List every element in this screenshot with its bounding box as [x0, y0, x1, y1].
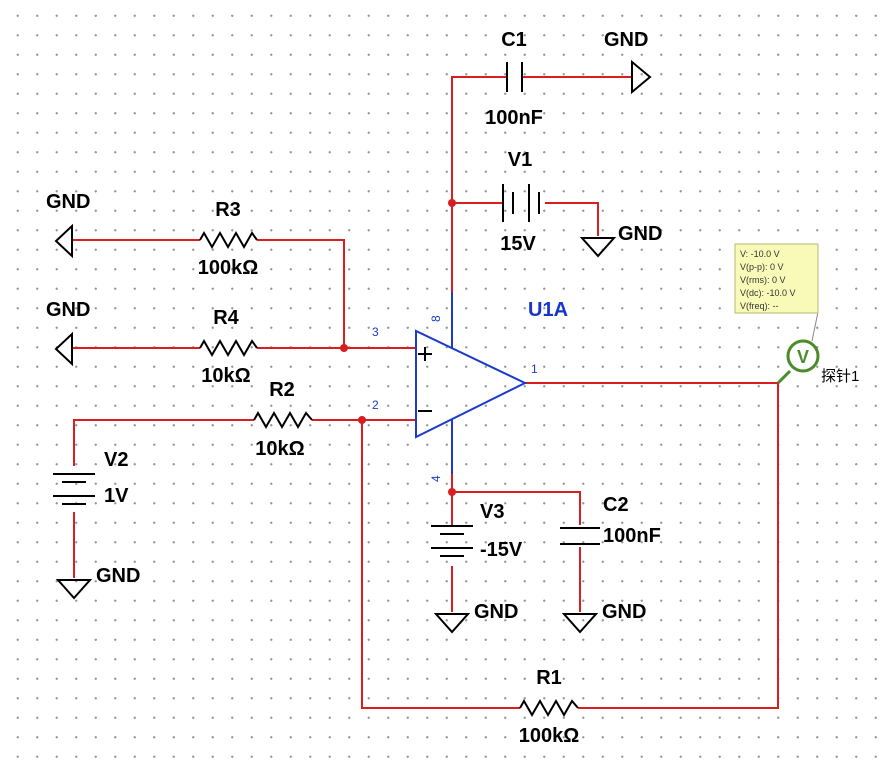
probe-tooltip: V: -10.0 V V(p-p): 0 V V(rms): 0 V V(dc)…: [734, 243, 819, 314]
ground-v2[interactable]: GND: [55, 565, 140, 600]
pin-4-label: 4: [429, 475, 443, 482]
probe-tooltip-pointer: [811, 311, 819, 342]
probe-symbol: V: [797, 347, 809, 367]
battery-v3[interactable]: V3 -15V: [431, 501, 523, 561]
resistor-symbol: [253, 410, 313, 430]
ground-label: GND: [474, 601, 518, 623]
resistor-r1[interactable]: R1 100kΩ: [519, 667, 580, 747]
probe-reading-v: V: -10.0 V: [740, 249, 780, 259]
v3-ref-label: V3: [480, 501, 504, 523]
probe-icon: [786, 339, 820, 373]
battery-v2[interactable]: V2 1V: [53, 449, 129, 507]
r4-value-label: 10kΩ: [201, 365, 250, 387]
wire-feedback: [361, 382, 779, 709]
junction-dot: [448, 199, 456, 207]
battery-symbol: [502, 184, 540, 222]
r1-ref-label: R1: [536, 667, 562, 689]
pin-1-label: 1: [531, 362, 538, 376]
ground-symbol: [579, 237, 617, 258]
ground-symbol: [433, 613, 471, 634]
opamp-ref-label: U1A: [528, 299, 568, 321]
ground-label: GND: [46, 191, 90, 213]
wire-r3-net: [72, 239, 345, 348]
pin-2-label: 2: [372, 398, 379, 412]
r2-value-label: 10kΩ: [255, 438, 304, 460]
opamp-triangle: [415, 329, 528, 439]
wire-v1: [452, 202, 599, 236]
probe-tooltip-box: [734, 243, 819, 314]
ground-label: GND: [604, 29, 648, 51]
battery-symbol: [431, 525, 473, 557]
ground-label: GND: [602, 601, 646, 623]
resistor-symbol: [199, 230, 258, 250]
junction-dot: [340, 344, 348, 352]
pin-8-label: 8: [429, 315, 443, 322]
pin-3-label: 3: [372, 325, 379, 339]
wire-c1: [451, 76, 632, 292]
junction-dot: [448, 488, 456, 496]
probe-reading-vrms: V(rms): 0 V: [740, 275, 786, 285]
v3-value-label: -15V: [480, 539, 523, 561]
resistor-r2[interactable]: R2 10kΩ: [253, 379, 313, 460]
ground-v3[interactable]: GND: [433, 601, 518, 634]
v2-ref-label: V2: [104, 449, 128, 471]
probe-lead: [776, 369, 792, 385]
wire-c2: [451, 474, 581, 612]
battery-symbol: [53, 473, 95, 505]
r4-ref-label: R4: [213, 307, 239, 329]
c1-ref-label: C1: [501, 29, 527, 51]
ground-symbol: [631, 59, 652, 95]
ground-symbol: [55, 579, 93, 600]
opamp-plus-sign: [418, 347, 432, 361]
r3-value-label: 100kΩ: [198, 257, 259, 279]
c2-ref-label: C2: [603, 494, 629, 516]
probe-reading-vdc: V(dc): -10.0 V: [740, 288, 796, 298]
ground-label: GND: [46, 299, 90, 321]
resistor-symbol: [519, 698, 579, 718]
capacitor-c2[interactable]: C2 100nF: [560, 494, 661, 547]
r1-value-label: 100kΩ: [519, 725, 580, 747]
r3-ref-label: R3: [215, 199, 241, 221]
v2-value-label: 1V: [104, 485, 129, 507]
v1-ref-label: V1: [508, 149, 532, 171]
ground-symbol: [54, 331, 73, 367]
junction-dot: [358, 416, 366, 424]
ground-symbol: [54, 223, 73, 259]
c1-value-label: 100nF: [485, 107, 543, 129]
junctions: [340, 199, 456, 496]
resistor-symbol: [199, 338, 258, 358]
ground-label: GND: [618, 223, 662, 245]
ground-v1[interactable]: GND: [579, 223, 662, 258]
probe-reading-vfreq: V(freq): --: [740, 301, 779, 311]
voltage-probe[interactable]: V 探针1: [786, 311, 859, 385]
wires: [72, 76, 792, 709]
ground-r3[interactable]: GND: [46, 191, 90, 259]
capacitor-symbol: [506, 62, 523, 92]
ground-symbol: [561, 613, 599, 634]
probe-name-label: 探针1: [821, 368, 859, 385]
resistor-r4[interactable]: R4 10kΩ: [199, 307, 258, 387]
v1-value-label: 15V: [500, 233, 536, 255]
ground-c2[interactable]: GND: [561, 601, 646, 634]
capacitor-c1[interactable]: C1 100nF: [485, 29, 543, 129]
ground-c1[interactable]: GND: [604, 29, 652, 95]
resistor-r3[interactable]: R3 100kΩ: [198, 199, 259, 279]
ground-label: GND: [96, 565, 140, 587]
probe-reading-vpp: V(p-p): 0 V: [740, 262, 784, 272]
capacitor-symbol: [560, 527, 600, 545]
battery-v1[interactable]: V1 15V: [500, 149, 540, 255]
ground-r4[interactable]: GND: [46, 299, 90, 367]
c2-value-label: 100nF: [603, 525, 661, 547]
r2-ref-label: R2: [269, 379, 295, 401]
opamp-u1a[interactable]: U1A 3 2 1 8 4: [372, 292, 568, 482]
